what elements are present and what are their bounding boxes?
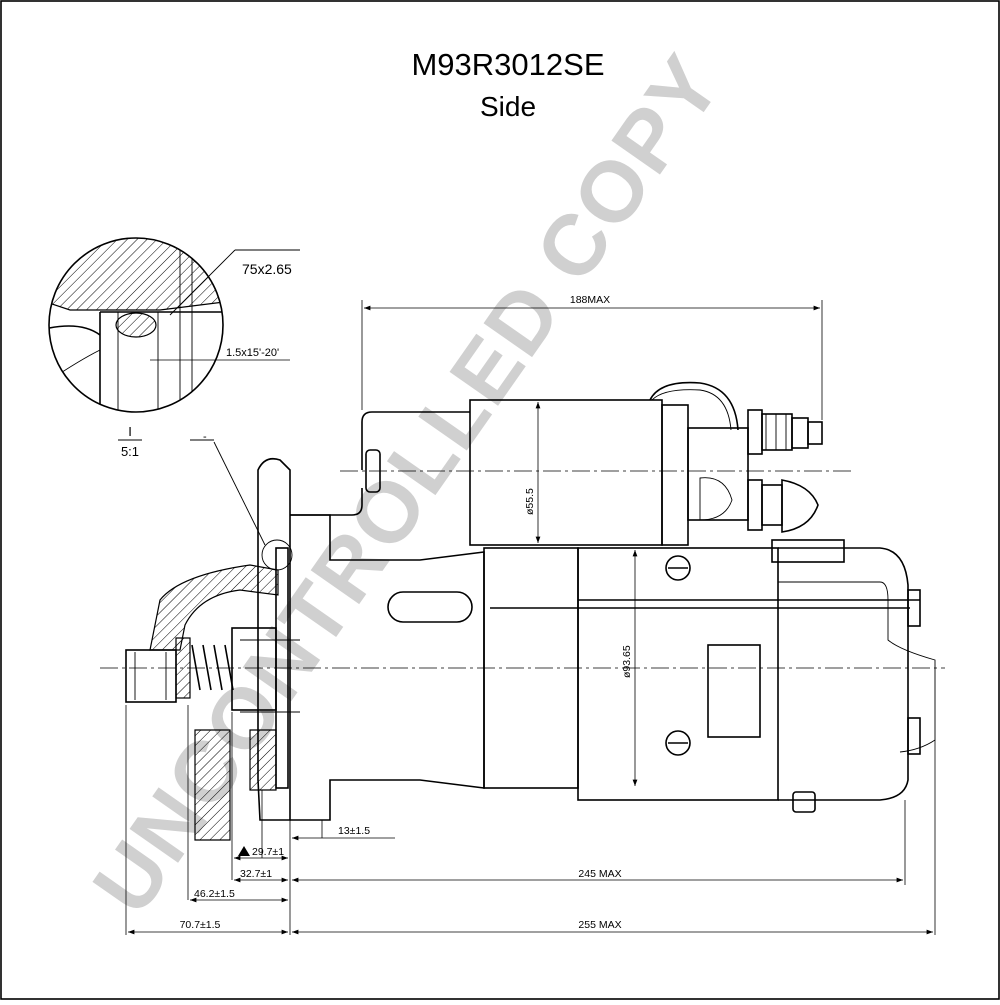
drawing-title: M93R3012SE — [411, 47, 604, 82]
drawing-subtitle: Side — [480, 91, 536, 122]
motor-housing: ø93.65 — [483, 547, 936, 813]
dim-13: 13±1.5 — [338, 825, 370, 837]
solenoid: 188MAX ø55.5 — [290, 294, 845, 563]
dim-46: 46.2±1.5 — [194, 888, 235, 900]
oring-spec-label: 75x2.65 — [242, 261, 292, 277]
dim-245: 245 MAX — [578, 868, 621, 880]
chamfer-spec-label: 1.5x15'-20' — [226, 347, 279, 359]
dim-32: 32.7±1 — [240, 868, 272, 880]
detail-label: I — [128, 424, 132, 439]
dim-93: ø93.65 — [621, 645, 633, 678]
dim-70: 70.7±1.5 — [180, 919, 221, 931]
dim-188: 188MAX — [570, 294, 610, 306]
drive-end — [125, 457, 485, 841]
dim-29: 29.7±1 — [252, 846, 284, 858]
dim-55: ø55.5 — [524, 488, 536, 515]
detail-view: 75x2.65 1.5x15'-20' I 5:1 - — [48, 237, 300, 571]
detail-dash: - — [203, 431, 207, 443]
detail-scale: 5:1 — [121, 444, 139, 459]
bottom-dimensions: 13±1.5 29.7±1 32.7±1 245 MAX 46.2±1.5 70… — [125, 705, 936, 935]
watermark: UNCONTROLLED COPY — [75, 38, 740, 931]
dim-255: 255 MAX — [578, 919, 621, 931]
